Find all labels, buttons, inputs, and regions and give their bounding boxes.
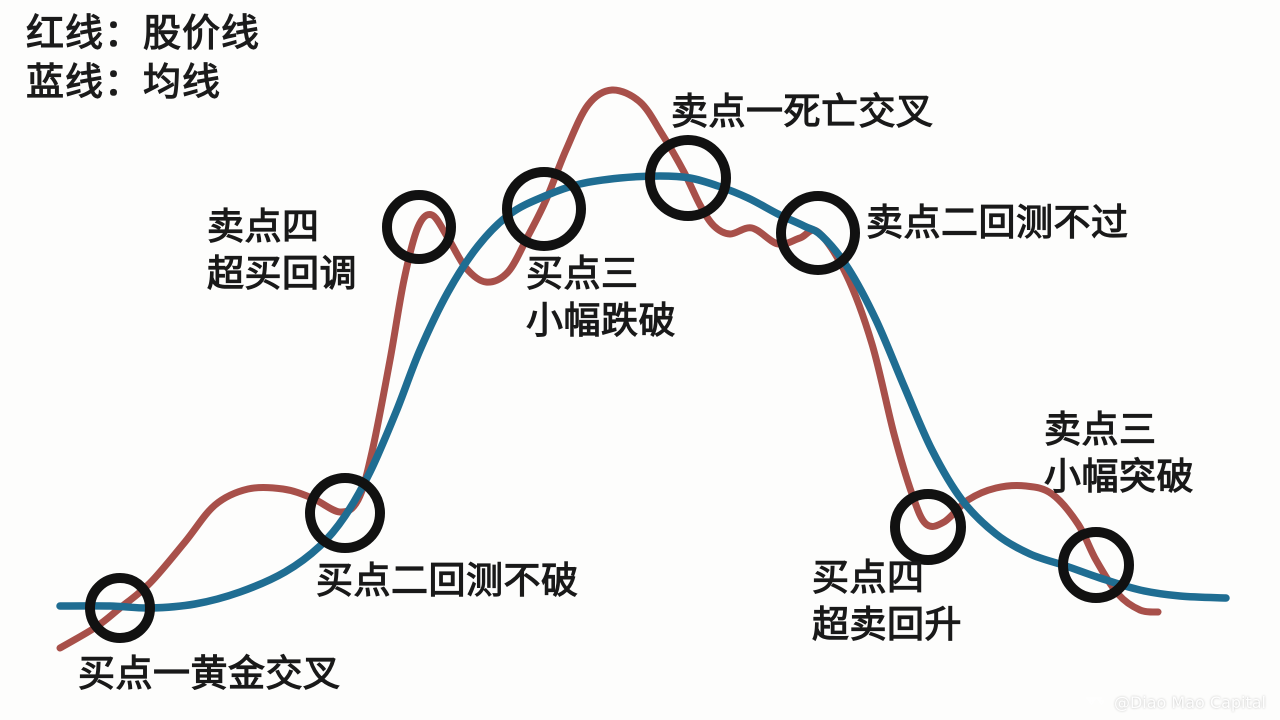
annotation-sell-2: 卖点二回测不过: [866, 199, 1129, 246]
annotation-buy-4-line1: 买点四: [812, 557, 925, 598]
annotation-sell-1-line1: 卖点一死亡交叉: [671, 91, 934, 132]
annotation-sell-2-line1: 卖点二回测不过: [866, 202, 1129, 243]
annotation-buy-3-line1: 买点三: [526, 253, 639, 294]
annotation-buy-2: 买点二回测不破: [316, 557, 579, 604]
annotation-sell-3-line2: 小幅突破: [1044, 456, 1194, 498]
signal-marker-sell-3: [1058, 527, 1134, 603]
signal-marker-buy-4: [890, 489, 966, 565]
series-group: [56, 86, 1230, 652]
signal-marker-buy-2: [305, 473, 385, 553]
annotation-sell-3-line1: 卖点三: [1044, 409, 1157, 450]
diamond-logo-icon: [1085, 696, 1105, 706]
annotation-sell-4-line2: 超买回调: [207, 253, 357, 295]
legend: 红线：股价线 蓝线：均线: [26, 10, 260, 109]
annotation-buy-4-line2: 超卖回升: [812, 604, 962, 646]
annotation-buy-2-line1: 买点二回测不破: [316, 560, 579, 601]
annotation-buy-1: 买点一黄金交叉: [78, 650, 341, 697]
signal-marker-sell-1: [645, 135, 731, 221]
watermark: @Diao Mao Capital: [1085, 693, 1266, 712]
annotation-sell-4-line1: 卖点四: [207, 206, 320, 247]
annotation-sell-3: 卖点三 小幅突破: [1044, 406, 1194, 501]
signal-marker-sell-2: [776, 191, 860, 275]
annotation-buy-3: 买点三 小幅跌破: [526, 250, 676, 345]
signal-marker-buy-3: [502, 167, 586, 251]
annotation-sell-4: 卖点四 超买回调: [207, 203, 357, 298]
annotation-buy-4: 买点四 超卖回升: [812, 554, 962, 649]
annotation-buy-3-line2: 小幅跌破: [526, 300, 676, 342]
price-line-path: [56, 86, 1162, 652]
watermark-text: @Diao Mao Capital: [1113, 693, 1266, 712]
annotation-buy-1-line1: 买点一黄金交叉: [78, 653, 341, 694]
signal-marker-buy-1: [85, 573, 155, 643]
moving-average-line-path: [56, 172, 1230, 612]
signal-marker-group: [85, 135, 1134, 643]
annotation-sell-1: 卖点一死亡交叉: [671, 88, 934, 135]
legend-blue-line-label: 蓝线：均线: [26, 62, 222, 105]
legend-red-line-label: 红线：股价线: [26, 13, 261, 55]
signal-marker-sell-4: [382, 190, 456, 264]
